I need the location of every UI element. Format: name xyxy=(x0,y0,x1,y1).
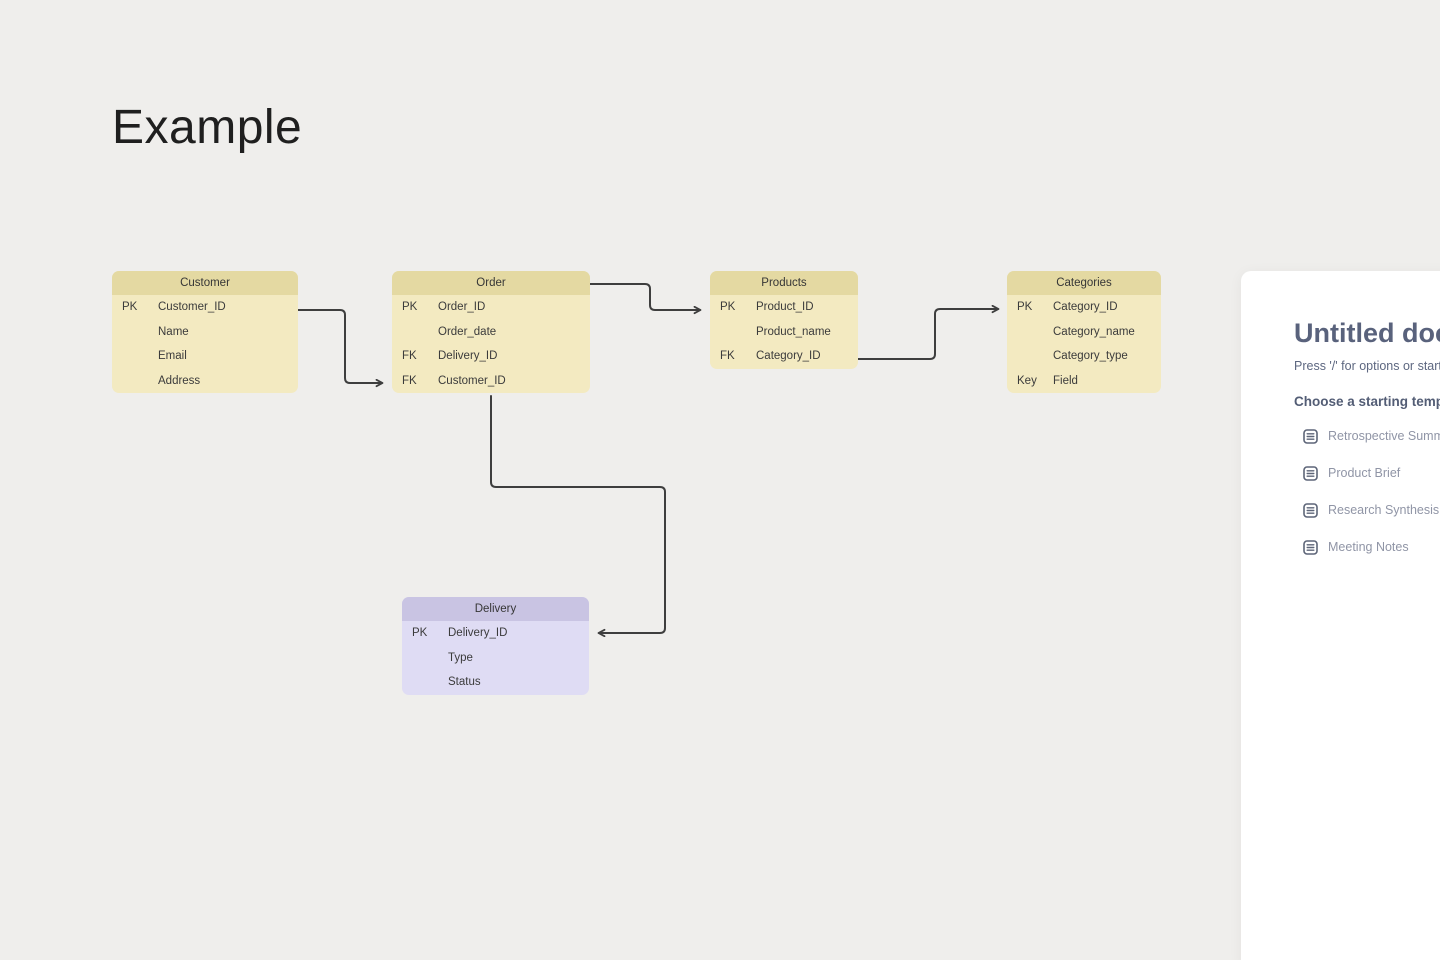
relation-order-delivery[interactable] xyxy=(490,395,666,633)
document-icon xyxy=(1303,428,1318,444)
field-cell: Product_ID xyxy=(756,301,814,314)
table-row[interactable]: Status xyxy=(402,670,589,695)
document-icon xyxy=(1303,465,1318,481)
table-row[interactable]: FK Category_ID xyxy=(710,344,858,369)
entity-table-customer[interactable]: Customer PK Customer_ID Name Email Addre… xyxy=(112,271,298,393)
editor-hint[interactable]: Press '/' for options or start writing xyxy=(1294,359,1440,373)
table-row[interactable]: PK Order_ID xyxy=(392,295,590,320)
key-cell: FK xyxy=(402,350,417,363)
field-cell: Category_name xyxy=(1053,325,1135,338)
template-label: Retrospective Summary xyxy=(1328,429,1440,443)
template-label: Product Brief xyxy=(1328,466,1401,480)
table-row[interactable]: Key Field xyxy=(1007,369,1161,394)
table-title[interactable]: Order xyxy=(392,271,590,295)
field-cell: Customer_ID xyxy=(438,374,506,387)
field-cell: Order_date xyxy=(438,325,497,338)
key-cell: FK xyxy=(402,374,417,387)
key-cell: PK xyxy=(412,627,428,640)
field-cell: Email xyxy=(158,350,187,363)
template-item-research-synthesis[interactable]: Research Synthesis xyxy=(1303,502,1440,518)
template-item-meeting-notes[interactable]: Meeting Notes xyxy=(1303,539,1440,555)
field-cell: Customer_ID xyxy=(158,301,226,314)
table-row[interactable]: Category_type xyxy=(1007,344,1161,369)
key-cell: Key xyxy=(1017,374,1037,387)
field-cell: Category_ID xyxy=(1053,301,1118,314)
field-cell: Delivery_ID xyxy=(438,350,498,363)
canvas-title: Example xyxy=(112,101,303,154)
table-row[interactable]: FK Delivery_ID xyxy=(392,344,590,369)
template-label: Meeting Notes xyxy=(1328,540,1409,554)
document-panel: Untitled document Press '/' for options … xyxy=(1241,271,1440,960)
field-cell: Delivery_ID xyxy=(448,627,508,640)
field-cell: Name xyxy=(158,325,189,338)
key-cell: FK xyxy=(720,350,735,363)
field-cell: Category_ID xyxy=(756,350,821,363)
template-list: Retrospective Summary Product Brief Rese… xyxy=(1294,428,1440,555)
field-cell: Category_type xyxy=(1053,350,1128,363)
key-cell: PK xyxy=(402,301,418,314)
field-cell: Status xyxy=(448,676,481,689)
table-row[interactable]: Address xyxy=(112,369,298,394)
entity-table-order[interactable]: Order PK Order_ID Order_date FK Delivery… xyxy=(392,271,590,393)
field-cell: Field xyxy=(1053,374,1078,387)
key-cell: PK xyxy=(720,301,736,314)
table-row[interactable]: PK Customer_ID xyxy=(112,295,298,320)
table-row[interactable]: PK Category_ID xyxy=(1007,295,1161,320)
table-row[interactable]: Type xyxy=(402,646,589,671)
field-cell: Product_name xyxy=(756,325,831,338)
field-cell: Type xyxy=(448,651,473,664)
table-title[interactable]: Customer xyxy=(112,271,298,295)
table-row[interactable]: Email xyxy=(112,344,298,369)
table-row[interactable]: FK Customer_ID xyxy=(392,369,590,394)
table-row[interactable]: Order_date xyxy=(392,320,590,345)
table-row[interactable]: Name xyxy=(112,320,298,345)
field-cell: Address xyxy=(158,374,201,387)
table-title[interactable]: Delivery xyxy=(402,597,589,621)
document-icon xyxy=(1303,539,1318,555)
relation-order-products[interactable] xyxy=(589,283,700,310)
table-row[interactable]: Category_name xyxy=(1007,320,1161,345)
entity-table-categories[interactable]: Categories PK Category_ID Category_name … xyxy=(1007,271,1161,393)
relation-products-categories[interactable] xyxy=(857,309,998,360)
field-cell: Order_ID xyxy=(438,301,486,314)
templates-heading: Choose a starting template xyxy=(1294,394,1440,409)
document-title[interactable]: Untitled document xyxy=(1294,318,1440,348)
document-icon xyxy=(1303,502,1318,518)
template-item-product-brief[interactable]: Product Brief xyxy=(1303,465,1440,481)
table-title[interactable]: Products xyxy=(710,271,858,295)
table-row[interactable]: PK Delivery_ID xyxy=(402,621,589,646)
entity-table-delivery[interactable]: Delivery PK Delivery_ID Type Status xyxy=(402,597,589,695)
relation-customer-order[interactable] xyxy=(297,309,382,383)
template-item-retrospective-summary[interactable]: Retrospective Summary xyxy=(1303,428,1440,444)
key-cell: PK xyxy=(1017,301,1033,314)
table-row[interactable]: Product_name xyxy=(710,320,858,345)
entity-table-products[interactable]: Products PK Product_ID Product_name FK C… xyxy=(710,271,858,369)
table-row[interactable]: PK Product_ID xyxy=(710,295,858,320)
template-label: Research Synthesis xyxy=(1328,503,1440,517)
table-title[interactable]: Categories xyxy=(1007,271,1161,295)
key-cell: PK xyxy=(122,301,138,314)
